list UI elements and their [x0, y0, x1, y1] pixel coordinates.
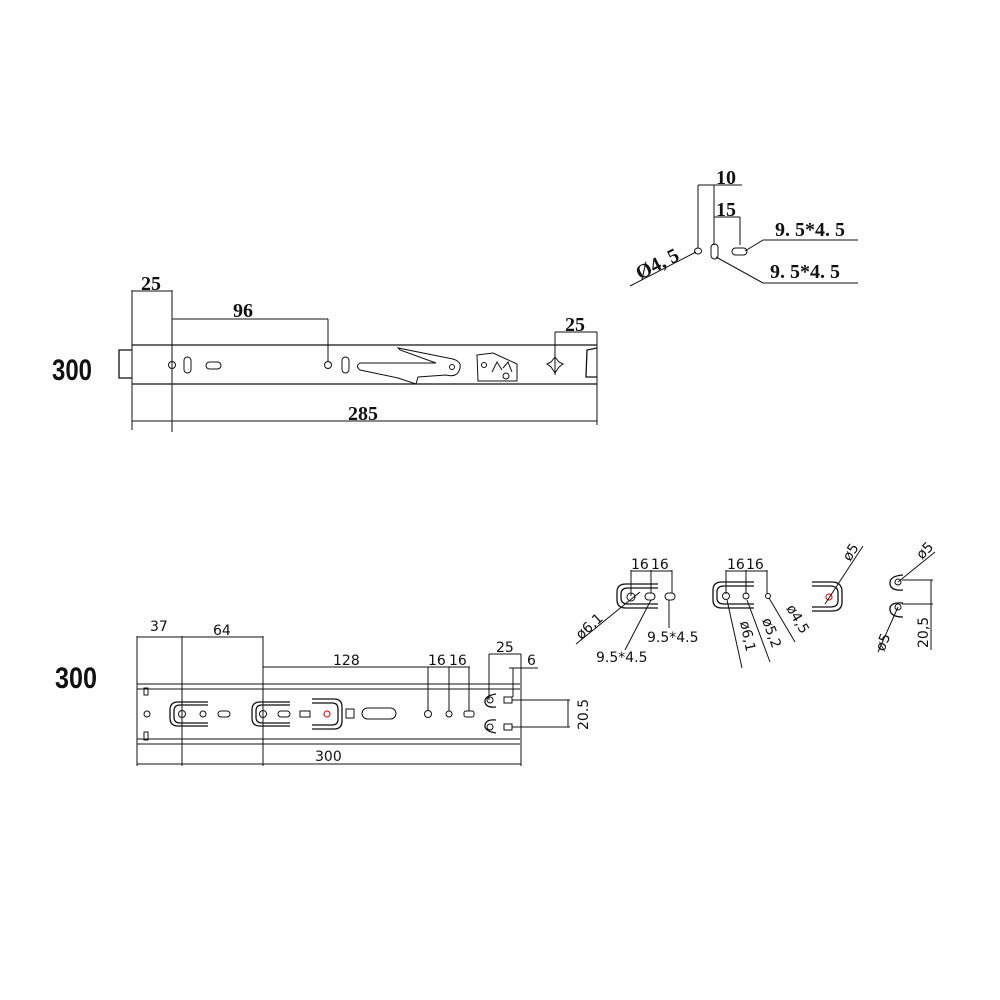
left-bracket [118, 349, 132, 379]
detail1-slot-a: 9.5*4.5 [596, 650, 648, 666]
hole [765, 593, 771, 599]
dim-pitch-1: 16 [428, 653, 446, 669]
slot-vertical [710, 243, 719, 260]
hook-clip [484, 719, 497, 734]
lever [357, 347, 461, 385]
detail-4: ø5 ø5 20,5 [873, 539, 937, 653]
detail1-pitch-2: 16 [651, 557, 669, 573]
dim-hole-spacing: 96 [233, 300, 253, 322]
hole [481, 362, 487, 368]
dim-end-25: 25 [496, 640, 514, 656]
detail2-hole-b: ø5,2 [758, 616, 784, 650]
hole [324, 361, 332, 369]
u-bracket [251, 701, 290, 727]
slot-horizontal [205, 361, 222, 370]
detail4-hole-bottom: ø5 [873, 631, 894, 653]
detail2-hole-c: ø4,5 [783, 602, 812, 637]
slot [299, 710, 311, 718]
hole [424, 710, 432, 718]
slot [463, 710, 475, 718]
detail1-pitch-1: 16 [631, 557, 649, 573]
dim-overall-300: 300 [315, 749, 342, 765]
dim-end-6: 6 [527, 653, 536, 669]
hole-highlight [323, 710, 331, 718]
top-rail-view: 300 25 96 25 [52, 273, 598, 432]
dim-spacing-128: 128 [333, 653, 360, 669]
u-bracket [169, 701, 208, 727]
dim-overall: 285 [348, 403, 378, 425]
slot-vertical [183, 356, 192, 374]
detail2-pitch-1: 16 [727, 557, 745, 573]
detail-dim-10: 10 [716, 167, 736, 189]
slot-horizontal [731, 247, 748, 256]
detail-hole-diameter: Ø4, 5 [632, 244, 683, 284]
dim-offset-37: 37 [150, 619, 168, 635]
u-bracket [712, 581, 754, 609]
detail3-hole: ø5 [840, 541, 863, 564]
detail1-slot-b: 9.5*4.5 [647, 630, 699, 646]
latch-hook [491, 360, 513, 373]
hole [486, 696, 494, 704]
top-length-label: 300 [52, 354, 92, 387]
detail-dim-15: 15 [716, 199, 736, 221]
latch-plate [476, 352, 518, 382]
hole [486, 723, 494, 731]
hole [143, 710, 151, 718]
u-bracket [616, 583, 658, 609]
detail2-hole-a: ø6,1 [736, 620, 758, 653]
detail-slot-a: 9. 5*4. 5 [775, 219, 845, 241]
tab [143, 731, 149, 741]
right-bracket [585, 347, 598, 378]
slot [277, 710, 291, 718]
slot [644, 592, 656, 601]
detail2-pitch-2: 16 [746, 557, 764, 573]
slot [217, 710, 231, 718]
hook-clip [889, 602, 904, 618]
dim-right-offset: 25 [565, 314, 585, 336]
tab [143, 687, 149, 696]
slot-vertical [341, 356, 350, 374]
detail4-hole-top: ø5 [914, 539, 938, 563]
hook-clip [889, 574, 904, 591]
square-hole [345, 708, 355, 719]
bottom-dimensions: 37 64 128 16 16 25 6 20.5 300 [136, 619, 592, 766]
top-dimensions: 25 96 25 285 [131, 273, 598, 432]
dim-pitch-2: 16 [449, 653, 467, 669]
hole [694, 247, 702, 255]
dim-vertical-20-5: 20.5 [576, 699, 592, 730]
u-bracket [812, 581, 843, 612]
detail-3: ø5 [812, 541, 864, 612]
detail-1: 16 16 ø6,1 9.5*4.5 9.5*4.5 [573, 557, 699, 666]
detail1-hole: ø6,1 [573, 610, 607, 643]
slot [664, 592, 676, 601]
hole [502, 372, 510, 380]
lever-pivot [449, 364, 455, 370]
hole [894, 578, 902, 586]
hole [199, 710, 207, 718]
detail4-vertical: 20,5 [916, 617, 932, 648]
hook-clip [484, 693, 497, 708]
detail-slot-b: 9. 5*4. 5 [770, 261, 840, 283]
dim-offset-64: 64 [213, 623, 231, 639]
top-detail: 10 15 Ø4, 5 9. 5*4. 5 9. 5*4. 5 [629, 167, 858, 287]
slot [503, 723, 513, 731]
dim-left-offset: 25 [141, 273, 161, 295]
slot [503, 696, 513, 704]
hole [445, 710, 453, 718]
long-slot [361, 707, 397, 720]
detail-2: 16 16 ø6,1 ø5,2 ø4,5 [712, 557, 812, 669]
bottom-rail-view: 300 [55, 619, 592, 766]
hole [894, 603, 902, 611]
hole-highlight [825, 593, 833, 601]
u-bracket [312, 698, 343, 730]
bottom-length-label: 300 [55, 662, 97, 695]
